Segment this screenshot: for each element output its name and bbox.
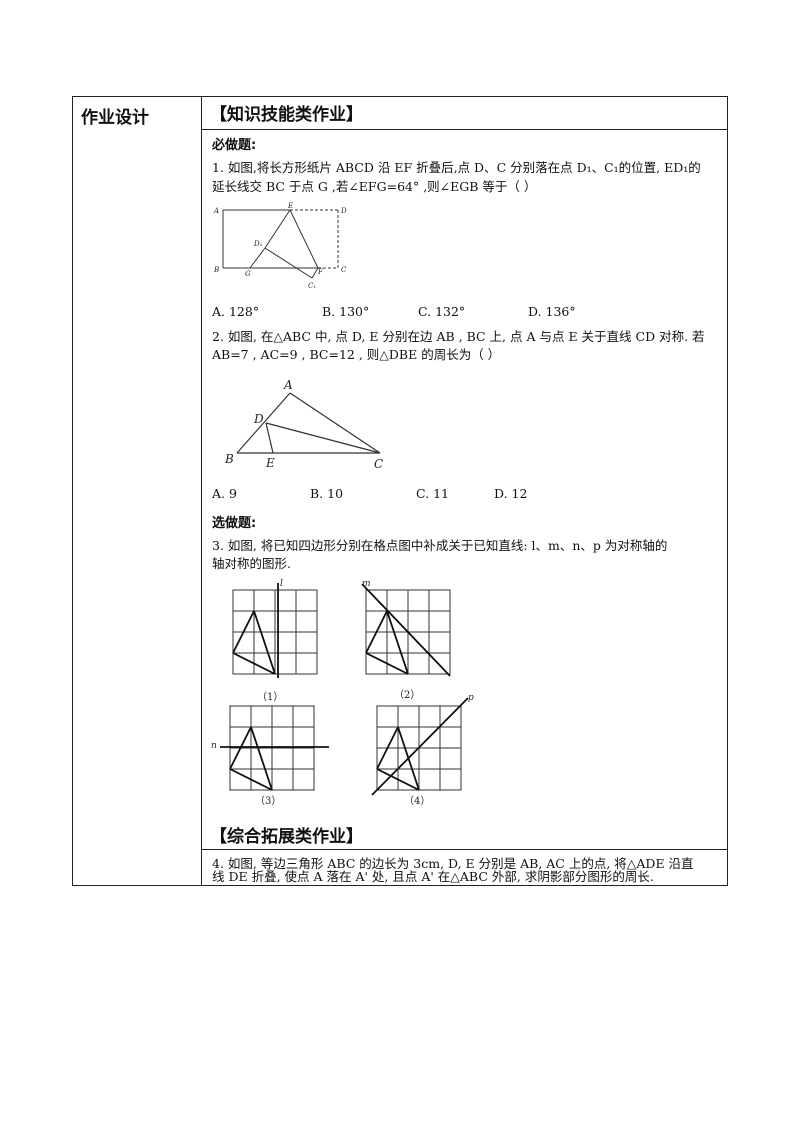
q2-option-b: B. 10: [310, 486, 344, 501]
q1-label-B: B: [213, 266, 219, 274]
row-divider: [201, 129, 727, 130]
q3-line2: 轴对称的图形.: [212, 556, 291, 571]
q2-option-a: A. 9: [212, 486, 237, 501]
section1-title: 【知识技能类作业】: [210, 105, 363, 125]
q2-line1: 2. 如图, 在△ABC 中, 点 D, E 分别在边 AB , BC 上, 点…: [212, 329, 705, 344]
q2-option-c: C. 11: [416, 486, 449, 501]
grid3-caption: （3）: [255, 795, 281, 807]
q1-label-E: E: [287, 202, 293, 210]
q1-label-A: A: [213, 207, 219, 215]
q1-figure: A E D D₁ B G F C C₁: [213, 202, 347, 290]
q3-grid-3: n （3）: [211, 705, 329, 807]
column-divider: [201, 97, 202, 885]
q3-grid-1: l （1）: [232, 579, 318, 703]
q1-label-F: F: [317, 268, 324, 276]
q4-line1: 4. 如图, 等边三角形 ABC 的边长为 3cm, D, E 分别是 AB, …: [212, 856, 694, 871]
axis-m-label: m: [362, 579, 371, 589]
grid4-caption: （4）: [404, 795, 430, 807]
q1-label-G: G: [245, 270, 251, 278]
axis-p-label: p: [468, 693, 474, 703]
q1-line1: 1. 如图,将长方形纸片 ABCD 沿 EF 折叠后,点 D、C 分别落在点 D…: [212, 160, 701, 175]
q2-figure: A D B E C: [224, 378, 383, 471]
required-label: 必做题:: [212, 138, 257, 153]
q3-grid-4: p （4）: [371, 693, 474, 807]
q1-option-c: C. 132°: [418, 304, 466, 319]
q1-label-C1: C₁: [308, 282, 316, 290]
grid2-caption: （2）: [394, 689, 420, 701]
q2-label-A: A: [283, 378, 293, 392]
q4-line2: 线 DE 折叠, 使点 A 落在 A' 处, 且点 A' 在△ABC 外部, 求…: [212, 869, 654, 884]
grid1-caption: （1）: [257, 691, 283, 703]
q2-label-C: C: [374, 457, 383, 471]
q2-label-E: E: [265, 456, 275, 470]
q1-line2: 延长线交 BC 于点 G ,若∠EFG=64° ,则∠EGB 等于（ ）: [212, 179, 537, 194]
q1-option-d: D. 136°: [528, 304, 576, 319]
q1-label-C: C: [341, 266, 347, 274]
q1-option-b: B. 130°: [322, 304, 370, 319]
section2-title: 【综合拓展类作业】: [210, 827, 363, 847]
q1-label-D: D: [340, 207, 347, 215]
q2-label-D: D: [253, 412, 264, 426]
optional-label: 选做题:: [212, 516, 257, 531]
q3-grid-2: m （2）: [361, 579, 451, 701]
axis-l-label: l: [280, 579, 283, 589]
q2-line2: AB=7 , AC=9 , BC=12 , 则△DBE 的周长为（ ）: [212, 347, 501, 362]
q2-option-d: D. 12: [494, 486, 528, 501]
homework-table: 作业设计: [72, 96, 728, 886]
row-divider: [201, 849, 727, 850]
q1-option-a: A. 128°: [212, 304, 260, 319]
axis-n-label: n: [211, 741, 217, 751]
left-label: 作业设计: [81, 108, 149, 128]
q3-line1: 3. 如图, 将已知四边形分别在格点图中补成关于已知直线: l、m、n、p 为对…: [212, 538, 668, 553]
q1-label-D1: D₁: [253, 240, 263, 248]
q2-label-B: B: [224, 452, 234, 466]
